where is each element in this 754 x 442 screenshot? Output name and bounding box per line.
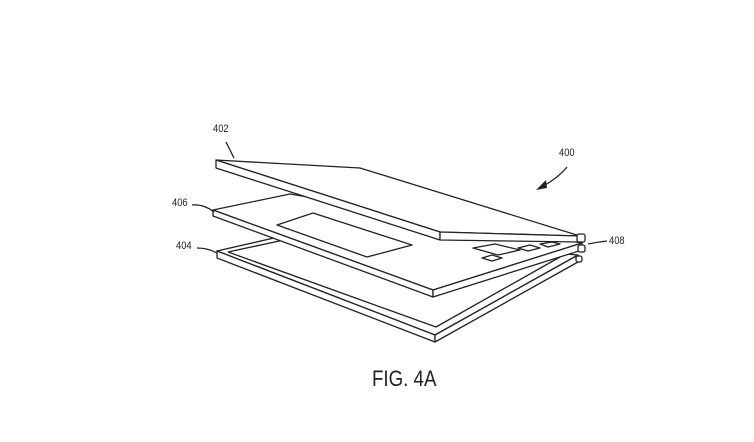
trackpad [276,212,413,258]
label-408: 408 [609,235,625,247]
top-panel-402 [215,159,581,243]
label-400: 400 [559,147,575,159]
arrowhead-icon [536,180,547,190]
leader-404 [196,247,218,254]
leader-408 [587,240,608,245]
label-402: 402 [213,123,229,135]
figure-caption: FIG. 4A [372,366,437,391]
leader-402 [225,141,235,159]
label-404: 404 [176,240,192,252]
label-406: 406 [172,197,188,209]
hinge-408 [575,233,586,263]
leader-406 [191,204,215,213]
